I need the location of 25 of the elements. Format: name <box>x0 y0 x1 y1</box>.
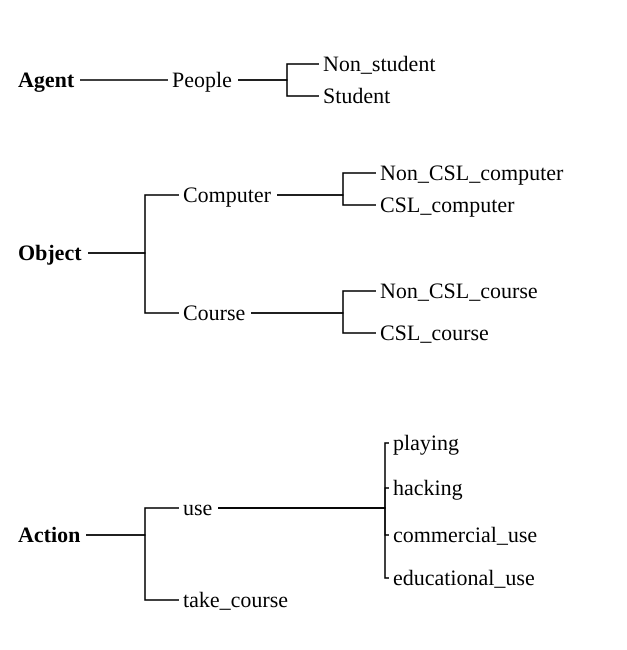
category-term: Agent <box>18 67 74 93</box>
subcategory-term: hacking <box>393 475 463 501</box>
tree-connector <box>277 194 376 206</box>
subcategory-term: use <box>183 495 212 521</box>
subcategory-term: commercial_use <box>393 522 538 548</box>
subcategory-term: Student <box>323 83 390 109</box>
subcategory-term: playing <box>393 430 459 456</box>
subcategory-term: People <box>172 67 232 93</box>
subcategory-term: educational_use <box>393 565 535 591</box>
tree-connector <box>238 79 319 97</box>
category-term: Object <box>18 240 82 266</box>
subcategory-term: Non_student <box>323 51 436 77</box>
subcategory-term: CSL_computer <box>380 192 514 218</box>
tree-connector <box>88 252 179 314</box>
tree-connector <box>80 79 168 81</box>
tree-connector <box>86 534 179 601</box>
subcategory-term: take_course <box>183 587 288 613</box>
tree-connector <box>251 312 376 334</box>
subcategory-term: Course <box>183 300 246 326</box>
subcategory-term: Non_CSL_course <box>380 278 538 304</box>
tree-connector <box>218 507 389 579</box>
subcategory-term: Computer <box>183 182 271 208</box>
subcategory-term: CSL_course <box>380 320 489 346</box>
subcategory-term: Non_CSL_computer <box>380 160 564 186</box>
category-term: Action <box>18 522 80 548</box>
